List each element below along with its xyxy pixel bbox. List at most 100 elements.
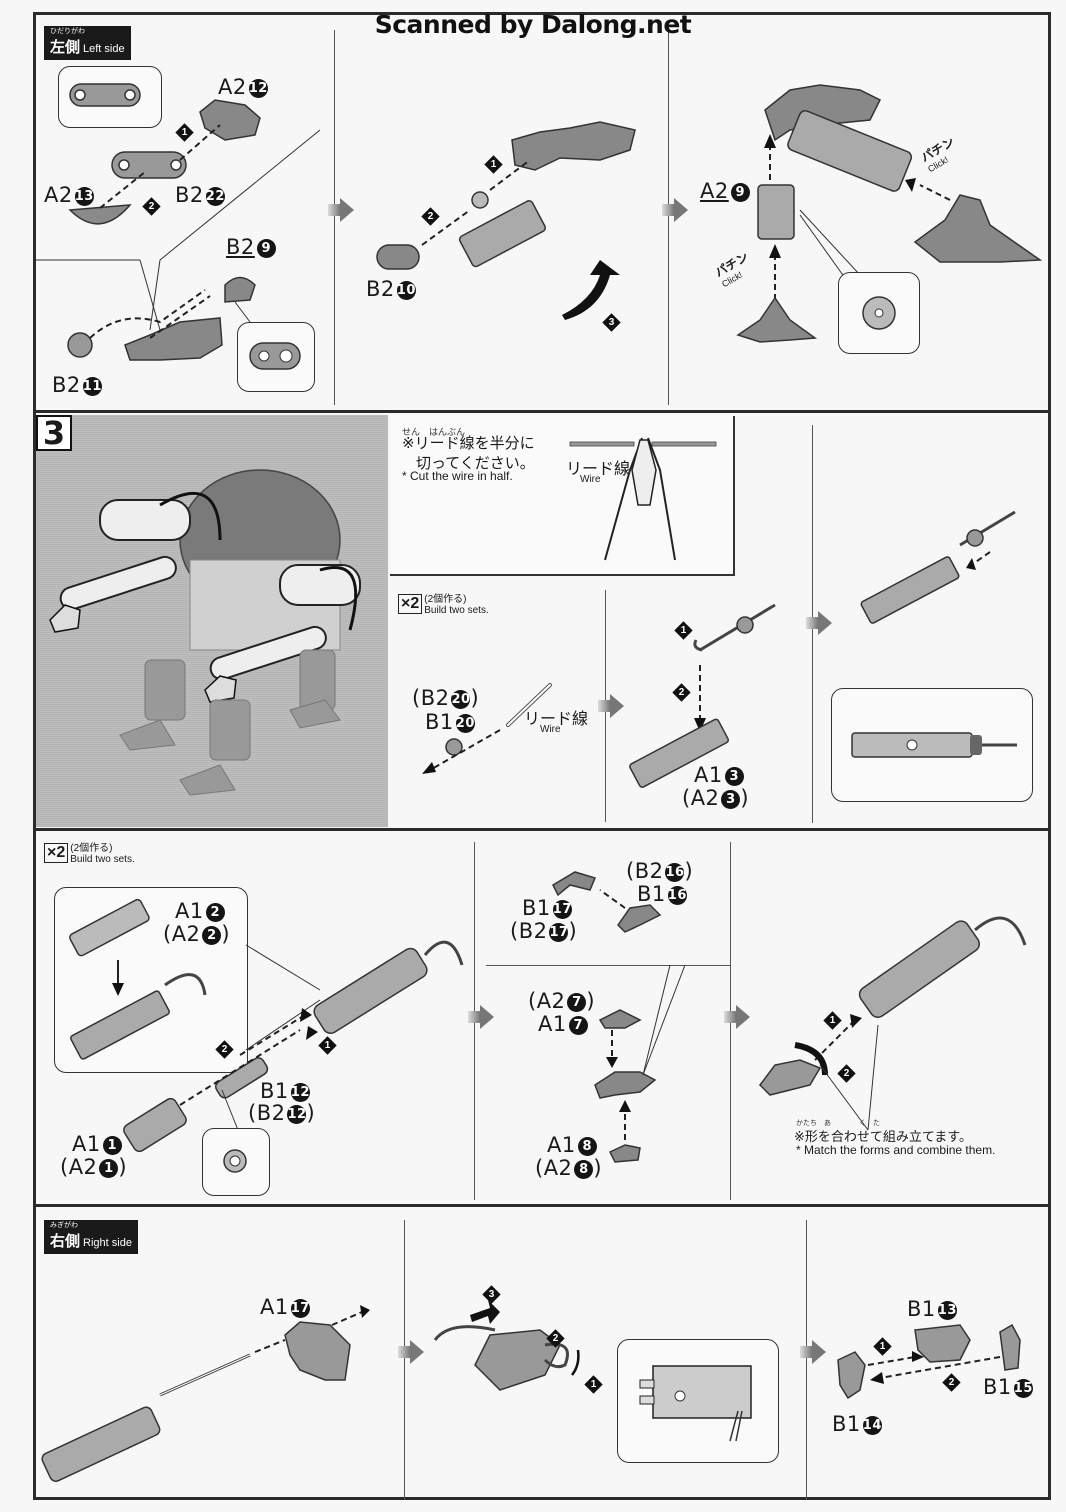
part-number: 20 bbox=[451, 690, 471, 709]
build-two-jp: (2個作る) bbox=[70, 843, 113, 854]
wire-note-en: * Cut the wire in half. bbox=[402, 469, 513, 483]
part-prefix: (B2 bbox=[510, 919, 548, 943]
wire-label-jp: リード線 bbox=[524, 709, 589, 728]
part-number: 10 bbox=[396, 281, 416, 300]
next-arrow-icon bbox=[662, 198, 688, 222]
b2-9-detail-icon bbox=[249, 342, 301, 370]
sub-panel-divider bbox=[486, 965, 730, 966]
part-prefix: B1 bbox=[522, 896, 551, 920]
part-number: 9 bbox=[730, 183, 750, 202]
wire-segment-shape bbox=[651, 441, 717, 447]
detail-callout bbox=[202, 1128, 270, 1196]
part-prefix: (A2 bbox=[535, 1156, 573, 1180]
step-1-badge: 1 bbox=[873, 1337, 892, 1356]
next-arrow-icon bbox=[328, 198, 354, 222]
part-prefix: B2 bbox=[366, 277, 395, 301]
detail-callout bbox=[237, 322, 315, 392]
section-divider-3 bbox=[33, 1204, 1051, 1207]
part-b2-9-shape bbox=[224, 276, 256, 303]
part-a2-13-shape bbox=[68, 204, 132, 225]
right-side-jp: 右側 bbox=[50, 1232, 81, 1250]
part-number: 2 bbox=[205, 903, 225, 922]
step-number: 3 bbox=[36, 415, 72, 451]
foot-part-shape bbox=[736, 296, 818, 343]
part-a1-17-shape bbox=[284, 1321, 351, 1381]
part-suffix: ) bbox=[568, 919, 578, 943]
part-b1-13-shape bbox=[914, 1324, 971, 1363]
wire-note-jp-line1: ※リード線を半分に bbox=[402, 434, 535, 452]
wire-note-ruby: せん はんぶん bbox=[402, 428, 466, 438]
note-ruby: かたち あ く た bbox=[796, 1119, 880, 1127]
claw-shape bbox=[204, 675, 237, 703]
part-suffix: ) bbox=[470, 686, 480, 710]
part-prefix: (B2 bbox=[248, 1101, 286, 1125]
part-number: 17 bbox=[549, 923, 569, 942]
part-prefix: A2 bbox=[218, 75, 247, 99]
part-number: 7 bbox=[567, 993, 587, 1012]
part-prefix: B1 bbox=[425, 710, 454, 734]
foot-part-shape bbox=[913, 194, 1043, 263]
part-a1-2-shape bbox=[69, 898, 150, 957]
part-prefix: B2 bbox=[175, 183, 204, 207]
match-forms-note-jp: ※形を合わせて組み立てます。 bbox=[794, 1130, 972, 1145]
part-number: 1 bbox=[99, 1159, 119, 1178]
part-prefix: A1 bbox=[72, 1132, 101, 1156]
detail-callout bbox=[617, 1339, 779, 1463]
part-suffix: ) bbox=[740, 786, 750, 810]
left-arm-shape bbox=[59, 555, 177, 611]
wire-note-jp-line2: 切ってください。 bbox=[416, 454, 535, 472]
part-number: 16 bbox=[665, 863, 685, 882]
forearm-tube-shape bbox=[858, 920, 981, 1018]
section-divider-1 bbox=[33, 410, 1051, 413]
next-arrow-icon bbox=[724, 1005, 750, 1029]
part-b1-15-shape bbox=[999, 1323, 1021, 1371]
part-prefix: B2 bbox=[52, 373, 81, 397]
forearm-cylinder-shape bbox=[458, 200, 546, 268]
scan-watermark: Scanned by Dalong.net bbox=[374, 10, 692, 39]
forearm-tube-shape bbox=[41, 1406, 161, 1482]
part-number: 7 bbox=[568, 1016, 588, 1035]
assembled-arm-shape bbox=[764, 84, 882, 142]
part-prefix: B1 bbox=[832, 1412, 861, 1436]
wire-label-jp: リード線 bbox=[566, 459, 631, 478]
part-suffix: ) bbox=[118, 1155, 128, 1179]
part-suffix: ) bbox=[306, 1101, 316, 1125]
match-forms-note-en: * Match the forms and combine them. bbox=[796, 1143, 996, 1157]
wire-label-en: Wire bbox=[580, 474, 601, 485]
part-number: 12 bbox=[290, 1083, 310, 1102]
part-suffix: ) bbox=[586, 989, 596, 1013]
build-two-jp: (2個作る) bbox=[424, 594, 467, 605]
part-a1-3-shape bbox=[629, 718, 730, 788]
part-number: 13 bbox=[74, 187, 94, 206]
col-divider bbox=[334, 30, 335, 405]
next-arrow-icon bbox=[800, 1340, 826, 1364]
wire-holder-shape bbox=[70, 990, 170, 1060]
part-number: 9 bbox=[256, 239, 276, 258]
detail-callout bbox=[831, 688, 1033, 802]
part-a1-8-shape bbox=[608, 1144, 641, 1163]
page-frame bbox=[33, 12, 1051, 1500]
right-sensor-shape bbox=[279, 564, 361, 606]
left-side-jp: 左側 bbox=[50, 38, 81, 56]
part-b2-10-shape bbox=[376, 244, 420, 270]
part-number: 17 bbox=[552, 900, 572, 919]
